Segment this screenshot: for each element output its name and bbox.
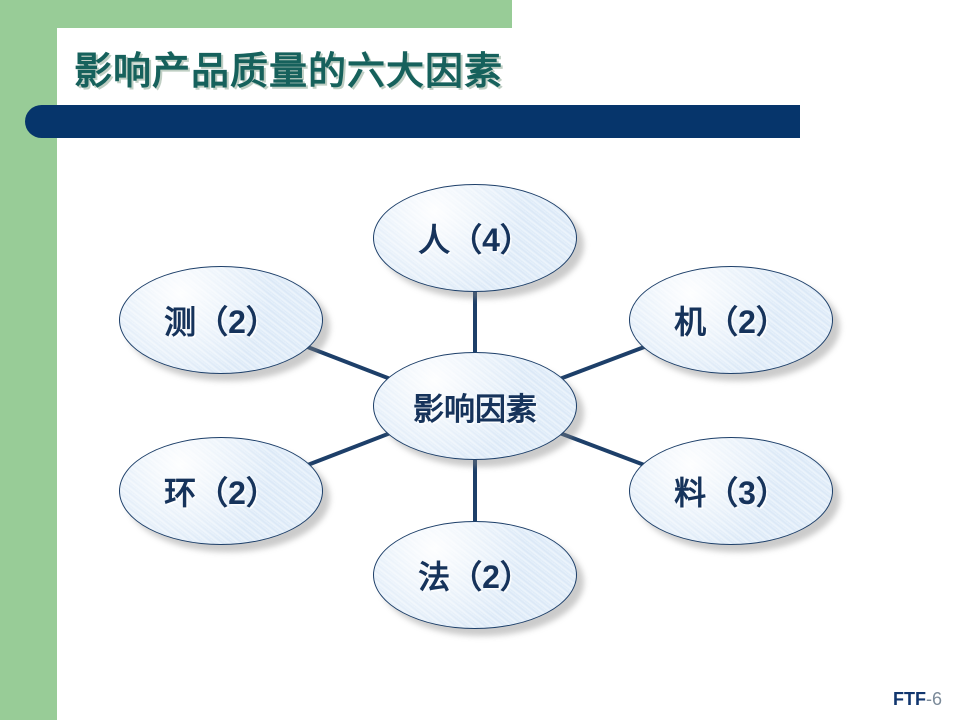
center-node-label: 影响因素: [413, 391, 537, 427]
node-measurement-label: 测（2）: [164, 304, 278, 340]
node-machine-label: 机（2）: [674, 304, 788, 340]
node-environment[interactable]: 环（2）: [119, 437, 323, 545]
node-material[interactable]: 料（3）: [629, 437, 833, 545]
node-machine[interactable]: 机（2）: [629, 266, 833, 374]
footer-brand: FTF: [892, 689, 926, 709]
page-title: 影响产品质量的六大因素: [74, 51, 504, 93]
center-node[interactable]: 影响因素: [373, 352, 577, 460]
node-material-label: 料（3）: [674, 475, 788, 511]
node-measurement[interactable]: 测（2）: [119, 266, 323, 374]
node-method-label: 法（2）: [418, 559, 532, 595]
connector-center-to-environment: [304, 430, 394, 468]
green-top-band-decoration: [0, 0, 512, 28]
node-method[interactable]: 法（2）: [373, 521, 577, 629]
footer-page-number: -6: [925, 689, 942, 709]
connector-center-to-machine: [556, 344, 648, 382]
node-person-label: 人（4）: [418, 222, 532, 258]
slide-footer: FTF-6: [893, 690, 942, 708]
node-environment-label: 环（2）: [164, 475, 278, 511]
node-person[interactable]: 人（4）: [373, 184, 577, 292]
connector-center-to-material: [556, 430, 648, 468]
navy-title-underline-bar: [25, 105, 800, 138]
connector-center-to-measurement: [304, 344, 394, 382]
